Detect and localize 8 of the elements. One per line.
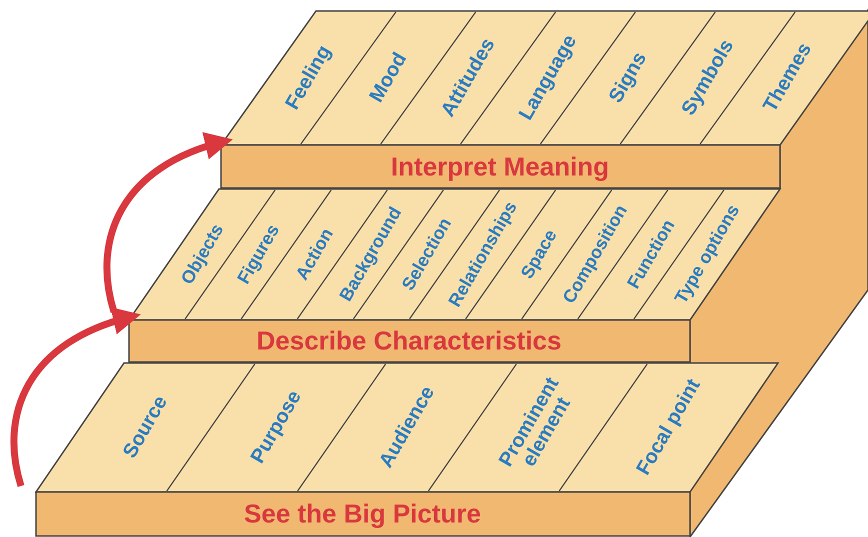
stair-step — [35, 362, 780, 537]
stair-step — [220, 10, 868, 190]
stair-step — [128, 188, 782, 364]
step-title: Interpret Meaning — [390, 151, 610, 182]
curved-arrow — [104, 133, 233, 313]
curved-arrow — [10, 308, 141, 487]
step-title: Describe Characteristics — [256, 326, 562, 356]
step-title: See the Big Picture — [244, 498, 481, 530]
